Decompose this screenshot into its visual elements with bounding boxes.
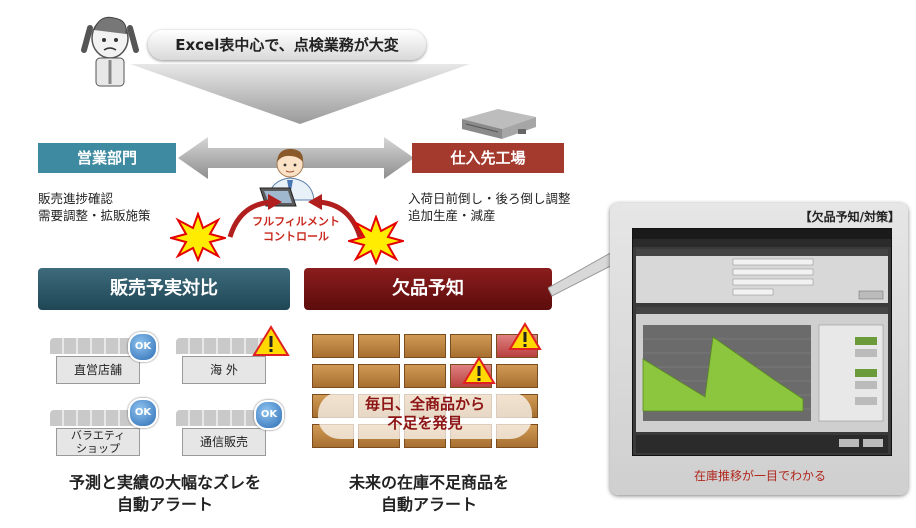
curved-arrows [227,194,363,238]
factory-note-2: 追加生産・減産 [408,208,496,223]
right-caption-line-2: 自動アラート [380,495,477,514]
ok-badge-icon: OK [254,400,284,430]
shop-mail-order: 通信販売 [176,410,270,456]
overlay-line-1: 毎日、全商品から [364,395,485,413]
factory-note-1: 入荷日前倒し・後ろ倒し調整 [408,191,571,206]
sales-department-label: 営業部門 [38,143,176,173]
shop-direct-store: 直営店舗 [50,338,144,384]
box-icon [358,364,400,388]
factory-label: 仕入先工場 [412,143,564,173]
alert-burst-icon-right [348,215,404,265]
overlay-line-2: 不足を発見 [387,414,463,432]
panel-title: 【欠品予知/対策】 [799,210,900,224]
warning-icon [252,325,290,356]
panel-caption: 在庫推移が一目でわかる [693,469,826,483]
box-icon [312,334,354,358]
banner-text: Excel表中心で、点検業務が大変 [148,30,426,60]
box-icon [450,334,492,358]
alert-burst-icon-left [170,212,226,262]
warning-icon [508,322,542,350]
fulfillment-label-line-1: フルフィルメント [252,215,340,228]
shop-label: 海 外 [182,356,266,384]
box-icon [358,334,400,358]
left-caption-line-1: 予測と実績の大幅なズレを [68,473,261,492]
sales-note-1: 販売進捗確認 [38,191,114,206]
sales-forecast-vs-actual-button[interactable]: 販売予実対比 [38,268,290,310]
right-caption: 未来の在庫不足商品を 自動アラート [298,472,560,516]
shop-awning [50,410,144,426]
shop-overseas: 海 外 [176,338,270,384]
warning-icon [462,356,496,384]
app-screenshot-mock [632,228,892,456]
box-icon [404,364,446,388]
shop-label-two-line: バラエティ ショップ [56,428,140,456]
left-caption-line-2: 自動アラート [116,495,213,514]
fulfillment-control-label: フルフィルメント コントロール [236,214,356,244]
ok-badge-icon: OK [128,332,158,362]
shop-awning [176,338,270,354]
fulfillment-label-line-2: コントロール [263,230,329,243]
shop-label-line-2: ショップ [76,442,120,455]
worried-person-icon [81,16,139,87]
app-screenshot-drawing [633,229,891,453]
shop-awning [176,410,270,426]
sales-notes: 販売進捗確認 需要調整・拡販施策 [38,190,151,224]
box-icon [496,364,538,388]
shop-label: 直営店舗 [56,356,140,384]
shop-label-line-1: バラエティ [70,429,126,442]
right-caption-line-1: 未来の在庫不足商品を [348,473,509,492]
stockout-prediction-button[interactable]: 欠品予知 [304,268,552,310]
shop-label: 通信販売 [182,428,266,456]
factory-building-icon [462,109,536,139]
box-icon [312,364,354,388]
sales-note-2: 需要調整・拡販施策 [38,208,151,223]
shop-variety: バラエティ ショップ [50,410,144,456]
top-funnel-arrow [130,64,470,124]
shop-awning [50,338,144,354]
ok-badge-icon: OK [128,398,158,428]
factory-notes: 入荷日前倒し・後ろ倒し調整 追加生産・減産 [408,190,571,224]
daily-detection-overlay: 毎日、全商品から 不足を発見 [318,392,532,439]
box-icon [404,334,446,358]
left-caption: 予測と実績の大幅なズレを 自動アラート [30,472,300,516]
